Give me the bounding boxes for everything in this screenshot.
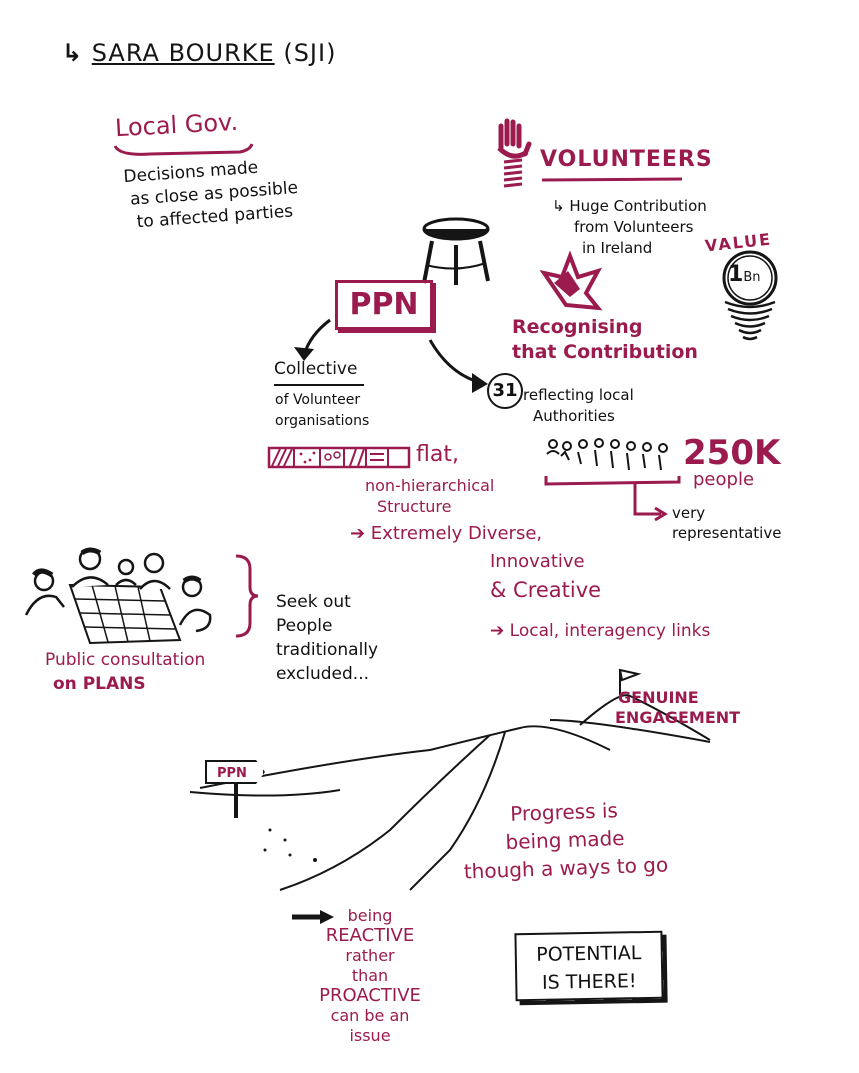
consultation-line: on PLANS (53, 674, 146, 694)
bracket-arrow (544, 476, 681, 522)
local-gov-title: Local Gov. (114, 107, 239, 143)
volunteers-line: from Volunteers (574, 218, 694, 236)
ppn-label: PPN (349, 287, 419, 322)
collective-title: Collective (274, 359, 358, 379)
reactive-line: rather (345, 946, 395, 965)
progress-text: Progress is being made though a ways to … (419, 793, 712, 887)
genuine-engagement: GENUINE ENGAGEMENT (615, 688, 740, 728)
collective-underline (274, 384, 364, 386)
reactive-line: than (351, 966, 389, 985)
road-landscape-drawing (189, 668, 711, 891)
speaker-org: (SJI) (283, 39, 337, 67)
seek-line: Seek out (276, 592, 351, 612)
reactive-line: PROACTIVE (319, 985, 421, 1006)
reactive-line: being (347, 906, 393, 925)
header-arrow: ↳ (62, 39, 84, 67)
collective-line: organisations (275, 413, 370, 429)
potential-line: POTENTIAL (536, 942, 642, 966)
local-gov-underline (113, 143, 254, 156)
recognising-line: Recognising (512, 316, 643, 338)
diverse-line: ➔ Extremely Diverse, (350, 523, 543, 544)
recognising-text: Recognising that Contribution (512, 315, 698, 365)
arrow-icon (292, 910, 334, 924)
stool-icon (422, 217, 490, 285)
reactive-line: REACTIVE (325, 925, 415, 946)
diverse-line: & Creative (490, 578, 602, 602)
reactive-line: can be an (330, 1006, 410, 1025)
structure-line: Structure (377, 497, 452, 516)
authorities-line: Authorities (533, 407, 615, 425)
star-crown-icon (539, 250, 603, 311)
potential-line: IS THERE! (541, 970, 637, 994)
seek-line: traditionally (276, 640, 379, 660)
consultation-text: Public consultation on PLANS (45, 648, 205, 696)
local-gov-text: Decisions made as close as possible to a… (123, 154, 301, 235)
curly-brace (235, 554, 259, 638)
arrows-from-ppn (294, 318, 488, 393)
volunteers-text: ↳ Huge Contribution from Volunteers in I… (552, 196, 707, 259)
seek-line: People (276, 616, 333, 636)
value-amount: 1Bn (728, 262, 760, 287)
structure-line: non-hierarchical (365, 476, 495, 495)
ppn-box: PPN (335, 280, 433, 330)
speaker-header: ↳ SARA BOURKE (SJI) (62, 39, 337, 68)
authorities-count: 31 (492, 380, 518, 401)
interagency-links: ➔ Local, interagency links (490, 621, 711, 641)
coin-spring-icon (722, 250, 778, 341)
authorities-line: reflecting local (523, 386, 634, 404)
value-number: 1 (728, 262, 744, 287)
volunteers-title: VOLUNTEERS (540, 147, 713, 172)
flat-structure-bar-icon (267, 446, 411, 469)
signpost-label: PPN (217, 766, 247, 781)
speaker-name: SARA BOURKE (91, 39, 275, 67)
representative-line: very (672, 504, 706, 522)
public-consultation-drawing (24, 547, 212, 645)
people-label: people (693, 469, 755, 490)
goal-line: ENGAGEMENT (615, 708, 741, 727)
count-circle: 31 (487, 373, 523, 409)
volunteers-line: in Ireland (582, 239, 653, 257)
authorities-text: reflecting local Authorities (523, 385, 634, 427)
reactive-text: being REACTIVE rather than PROACTIVE can… (310, 906, 430, 1046)
diverse-line: Innovative (490, 551, 585, 572)
people-count: 250K (683, 433, 781, 473)
goal-line: GENUINE (618, 688, 699, 707)
diverse-text: ➔ Extremely Diverse, Innovative & Creati… (350, 520, 601, 604)
structure-text: non-hierarchical Structure (365, 475, 494, 517)
ppn-signpost: PPN (205, 760, 265, 784)
representative-line: representative (672, 524, 782, 542)
seek-line: excluded... (276, 664, 370, 684)
raised-hand-icon (497, 118, 532, 188)
collective-text: of Volunteer organisations (275, 390, 369, 432)
representative-text: very representative (672, 503, 781, 543)
potential-box: POTENTIAL IS THERE! (514, 930, 664, 1002)
flat-label: flat, (416, 442, 459, 467)
collective-line: of Volunteer (275, 392, 361, 408)
seek-out-text: Seek out People traditionally excluded..… (276, 590, 378, 686)
consultation-line: Public consultation (45, 650, 206, 670)
people-crowd-icon (546, 438, 668, 471)
reactive-line: issue (349, 1026, 391, 1045)
volunteers-underline (541, 177, 683, 182)
recognising-line: that Contribution (512, 341, 698, 363)
volunteers-line: ↳ Huge Contribution (552, 197, 707, 215)
value-unit: Bn (743, 270, 761, 285)
